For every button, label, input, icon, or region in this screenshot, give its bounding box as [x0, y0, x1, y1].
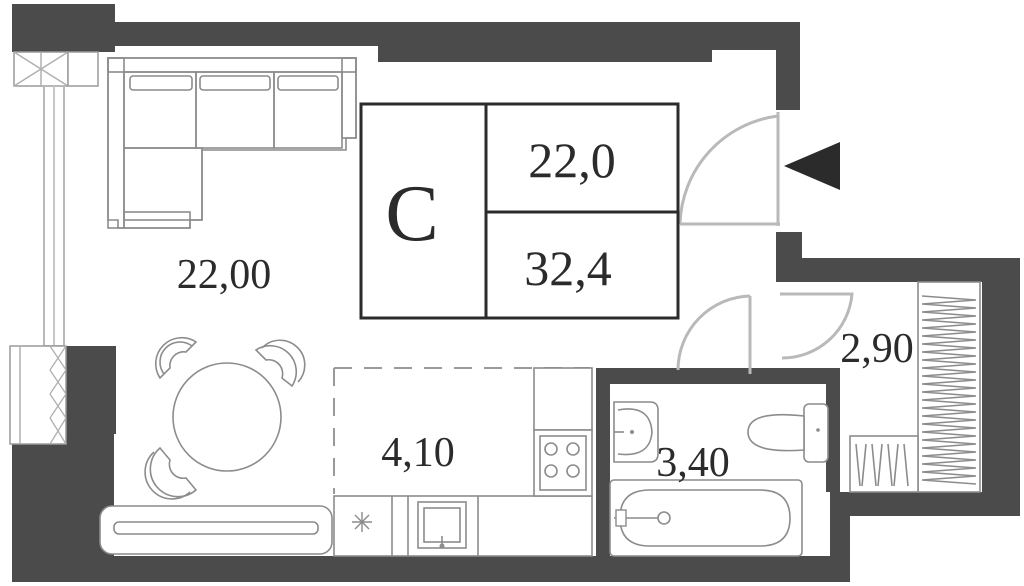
- wall-bath-top-left: [596, 368, 766, 384]
- kitchen: [333, 367, 593, 557]
- room-area-kitchen: 4,10: [381, 430, 455, 476]
- dining-set: [144, 336, 306, 500]
- wall-bottom-left-block: [12, 430, 114, 580]
- wall-bottom: [12, 556, 850, 582]
- cooktop: [533, 429, 593, 497]
- entrance-arrow-icon: [784, 142, 840, 190]
- bathroom-fixtures: [609, 401, 829, 557]
- wall-bath-top-right: [758, 368, 840, 384]
- wall-top-middle: [378, 22, 712, 62]
- hall-door: [780, 292, 854, 360]
- walls: [12, 4, 1020, 582]
- wall-top-left-block: [12, 4, 115, 52]
- kitchen-counter: [333, 495, 593, 557]
- bathtub: [609, 479, 803, 557]
- doors: [676, 112, 854, 374]
- dining-table: [172, 362, 282, 472]
- washbasin: [613, 401, 659, 463]
- room-area-living: 22,00: [177, 252, 272, 298]
- wall-bath-left: [596, 368, 610, 558]
- room-area-hall: 2,90: [840, 326, 914, 372]
- sink: [417, 501, 467, 549]
- wall-bath-right: [826, 368, 840, 492]
- wall-left-pier: [66, 346, 116, 434]
- apartment-type-letter: C: [385, 170, 438, 258]
- wall-hall-bottom: [830, 492, 1020, 516]
- room-area-bathroom: 3,40: [656, 440, 730, 486]
- chair-bottom-left: [144, 446, 198, 500]
- kitchen-cabinet: [533, 367, 593, 431]
- area-summary-table: C 22,0 32,4: [359, 102, 680, 320]
- wardrobe: [849, 281, 981, 493]
- entrance-door: [678, 112, 780, 226]
- total-area-value: 32,4: [524, 240, 612, 296]
- chair-top-left: [154, 336, 198, 380]
- chair-top-right: [254, 339, 306, 388]
- wall-right-upper: [776, 22, 800, 110]
- living-area-value: 22,0: [528, 132, 616, 188]
- bathroom-door: [676, 294, 752, 374]
- wall-top-left: [112, 22, 380, 46]
- snowflake-icon: [352, 512, 372, 532]
- sofa: [107, 57, 357, 229]
- tv-console: [99, 505, 333, 555]
- wall-hall-top: [776, 258, 1020, 282]
- window: [9, 51, 99, 445]
- wall-far-right: [982, 258, 1020, 516]
- toilet: [747, 403, 829, 463]
